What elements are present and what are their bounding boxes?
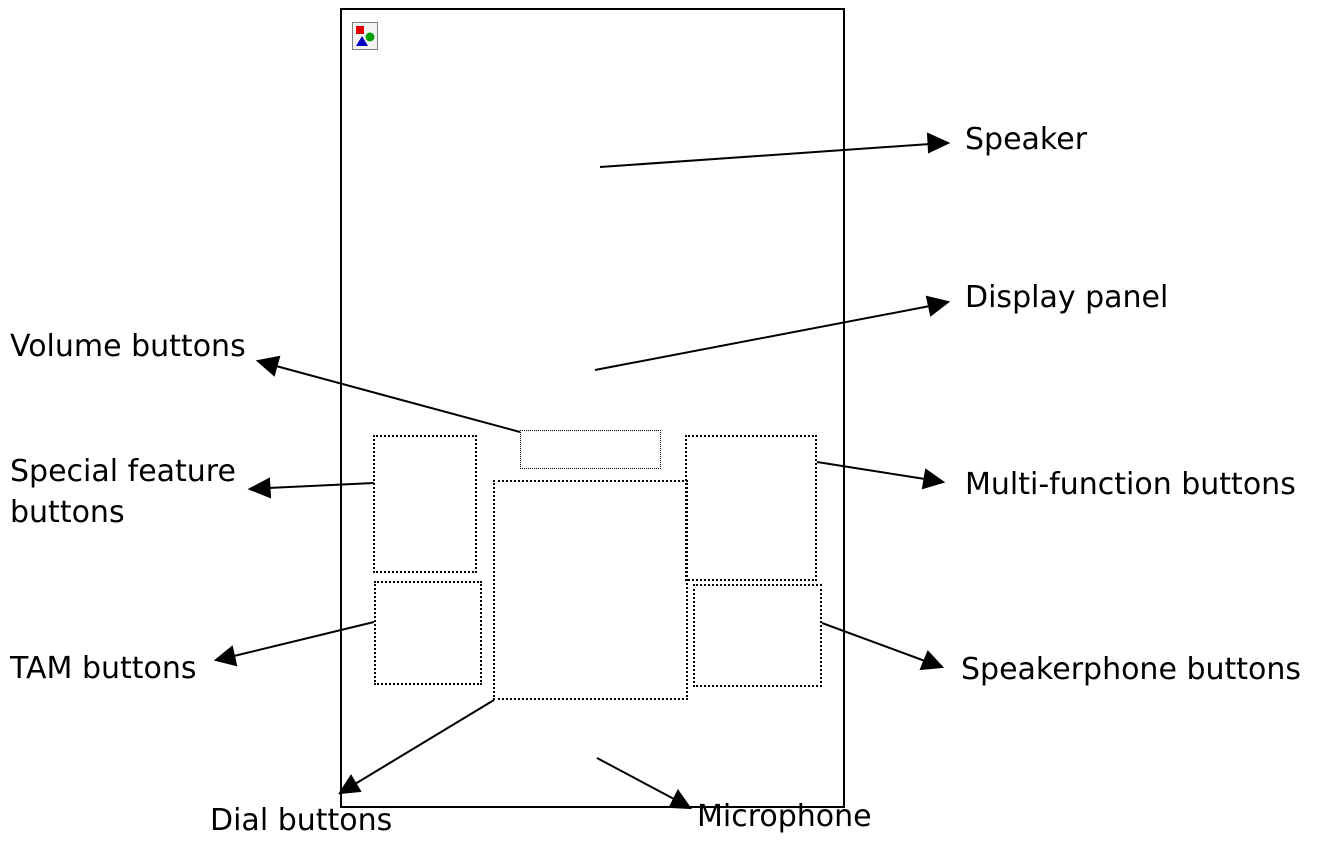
label-dial-buttons: Dial buttons <box>210 803 393 838</box>
microphone-arrow <box>596 757 693 810</box>
label-multi-function-buttons: Multi-function buttons <box>965 467 1296 502</box>
dial-buttons-arrow <box>338 699 495 795</box>
label-microphone: Microphone <box>697 799 872 834</box>
phone-outline <box>340 8 845 808</box>
speakerphone-buttons-region <box>693 584 822 687</box>
tam-buttons-arrow <box>213 621 375 667</box>
label-speakerphone-buttons: Speakerphone buttons <box>961 652 1302 687</box>
dial-buttons-region <box>493 480 688 700</box>
label-special-feature-line2: buttons <box>10 495 125 530</box>
label-tam-buttons: TAM buttons <box>10 651 197 686</box>
broken-image-icon <box>352 22 378 50</box>
label-display-panel: Display panel <box>965 280 1169 315</box>
speaker-arrow <box>599 132 951 168</box>
multi-function-arrow <box>816 461 946 490</box>
display-panel-arrow <box>594 295 951 371</box>
special-feature-buttons-region <box>373 435 477 573</box>
speakerphone-arrow <box>821 622 945 671</box>
label-special-feature-line1: Special feature <box>10 454 236 489</box>
tam-buttons-region <box>374 581 482 685</box>
volume-buttons-region <box>520 430 661 469</box>
volume-buttons-arrow <box>255 355 521 433</box>
label-volume-buttons: Volume buttons <box>10 329 246 364</box>
special-feature-arrow <box>247 477 375 499</box>
label-speaker: Speaker <box>965 122 1088 157</box>
